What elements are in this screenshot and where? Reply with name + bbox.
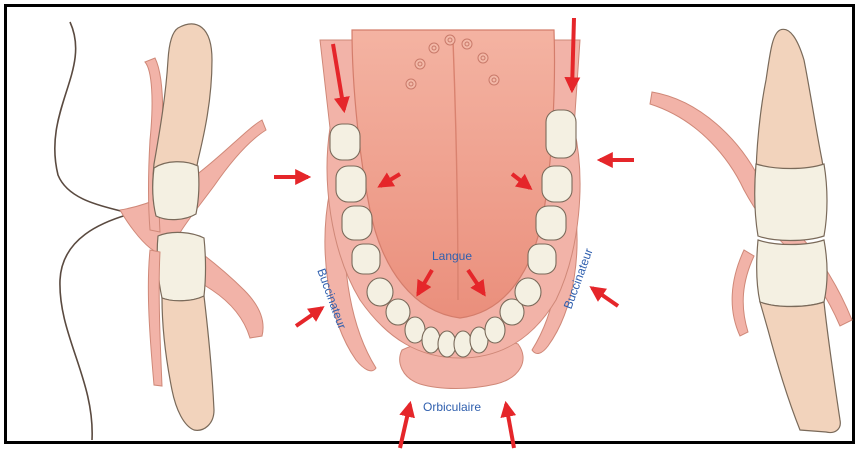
papilla [462, 39, 472, 49]
tooth [438, 331, 456, 357]
left-lower-crown [157, 232, 205, 300]
arrow-orbicularis-right [506, 404, 514, 448]
right-lower-muscle [732, 250, 754, 336]
center-mouth-view [320, 30, 580, 389]
arrow-orbicularis-left [400, 404, 410, 448]
tooth [528, 244, 556, 274]
label-langue: Langue [432, 249, 472, 263]
papilla [478, 53, 488, 63]
tooth [352, 244, 380, 274]
tooth [336, 166, 366, 202]
arrow-buccinator-right [592, 288, 618, 306]
label-orbiculaire: Orbiculaire [423, 400, 481, 414]
left-lower-tooth [162, 296, 214, 430]
right-upper-tooth [756, 29, 823, 184]
tooth [386, 299, 410, 325]
tooth [536, 206, 566, 240]
arrow-buccinator-left [296, 308, 322, 326]
arrow-right-top-down [572, 18, 574, 90]
papilla [406, 79, 416, 89]
tooth [542, 166, 572, 202]
cheek-outline-left [55, 22, 130, 440]
papilla [445, 35, 455, 45]
papilla [429, 43, 439, 53]
right-cross-section [650, 29, 852, 432]
tooth [367, 278, 393, 306]
left-upper-crown [153, 162, 199, 220]
tooth [485, 317, 505, 343]
tooth [454, 331, 472, 357]
tooth [330, 124, 360, 160]
tooth [546, 110, 576, 158]
right-lower-crown [757, 240, 827, 307]
right-upper-crown [755, 164, 827, 241]
papilla [489, 75, 499, 85]
papilla [415, 59, 425, 69]
tooth [422, 327, 440, 353]
tooth [515, 278, 541, 306]
right-lower-tooth [760, 302, 840, 433]
tooth [342, 206, 372, 240]
left-cross-section [55, 22, 266, 440]
